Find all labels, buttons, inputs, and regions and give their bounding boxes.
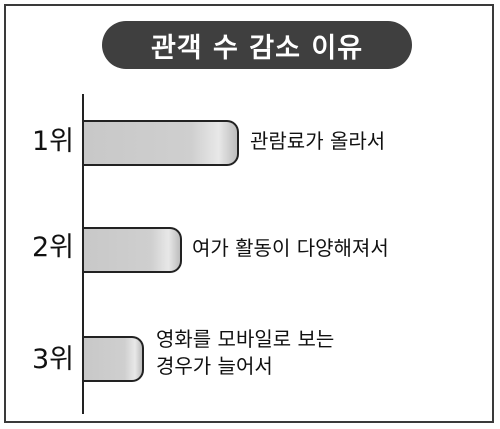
- chart-title: 관객 수 감소 이유: [102, 21, 412, 69]
- bar-2: [84, 227, 182, 273]
- rank-label-1: 1위: [32, 126, 75, 157]
- vertical-axis: [82, 94, 84, 414]
- reason-label-3: 영화를 모바일로 보는 경우가 늘어서: [156, 327, 335, 378]
- rank-label-3: 3위: [32, 344, 75, 375]
- bar-1: [84, 120, 239, 166]
- bar-3: [84, 336, 144, 382]
- reason-label-1: 관람료가 올라서: [250, 129, 386, 153]
- reason-label-2: 여가 활동이 다양해져서: [192, 236, 389, 260]
- rank-label-2: 2위: [32, 232, 75, 263]
- chart-frame: 관객 수 감소 이유 1위 관람료가 올라서 2위 여가 활동이 다양해져서 3…: [4, 4, 494, 423]
